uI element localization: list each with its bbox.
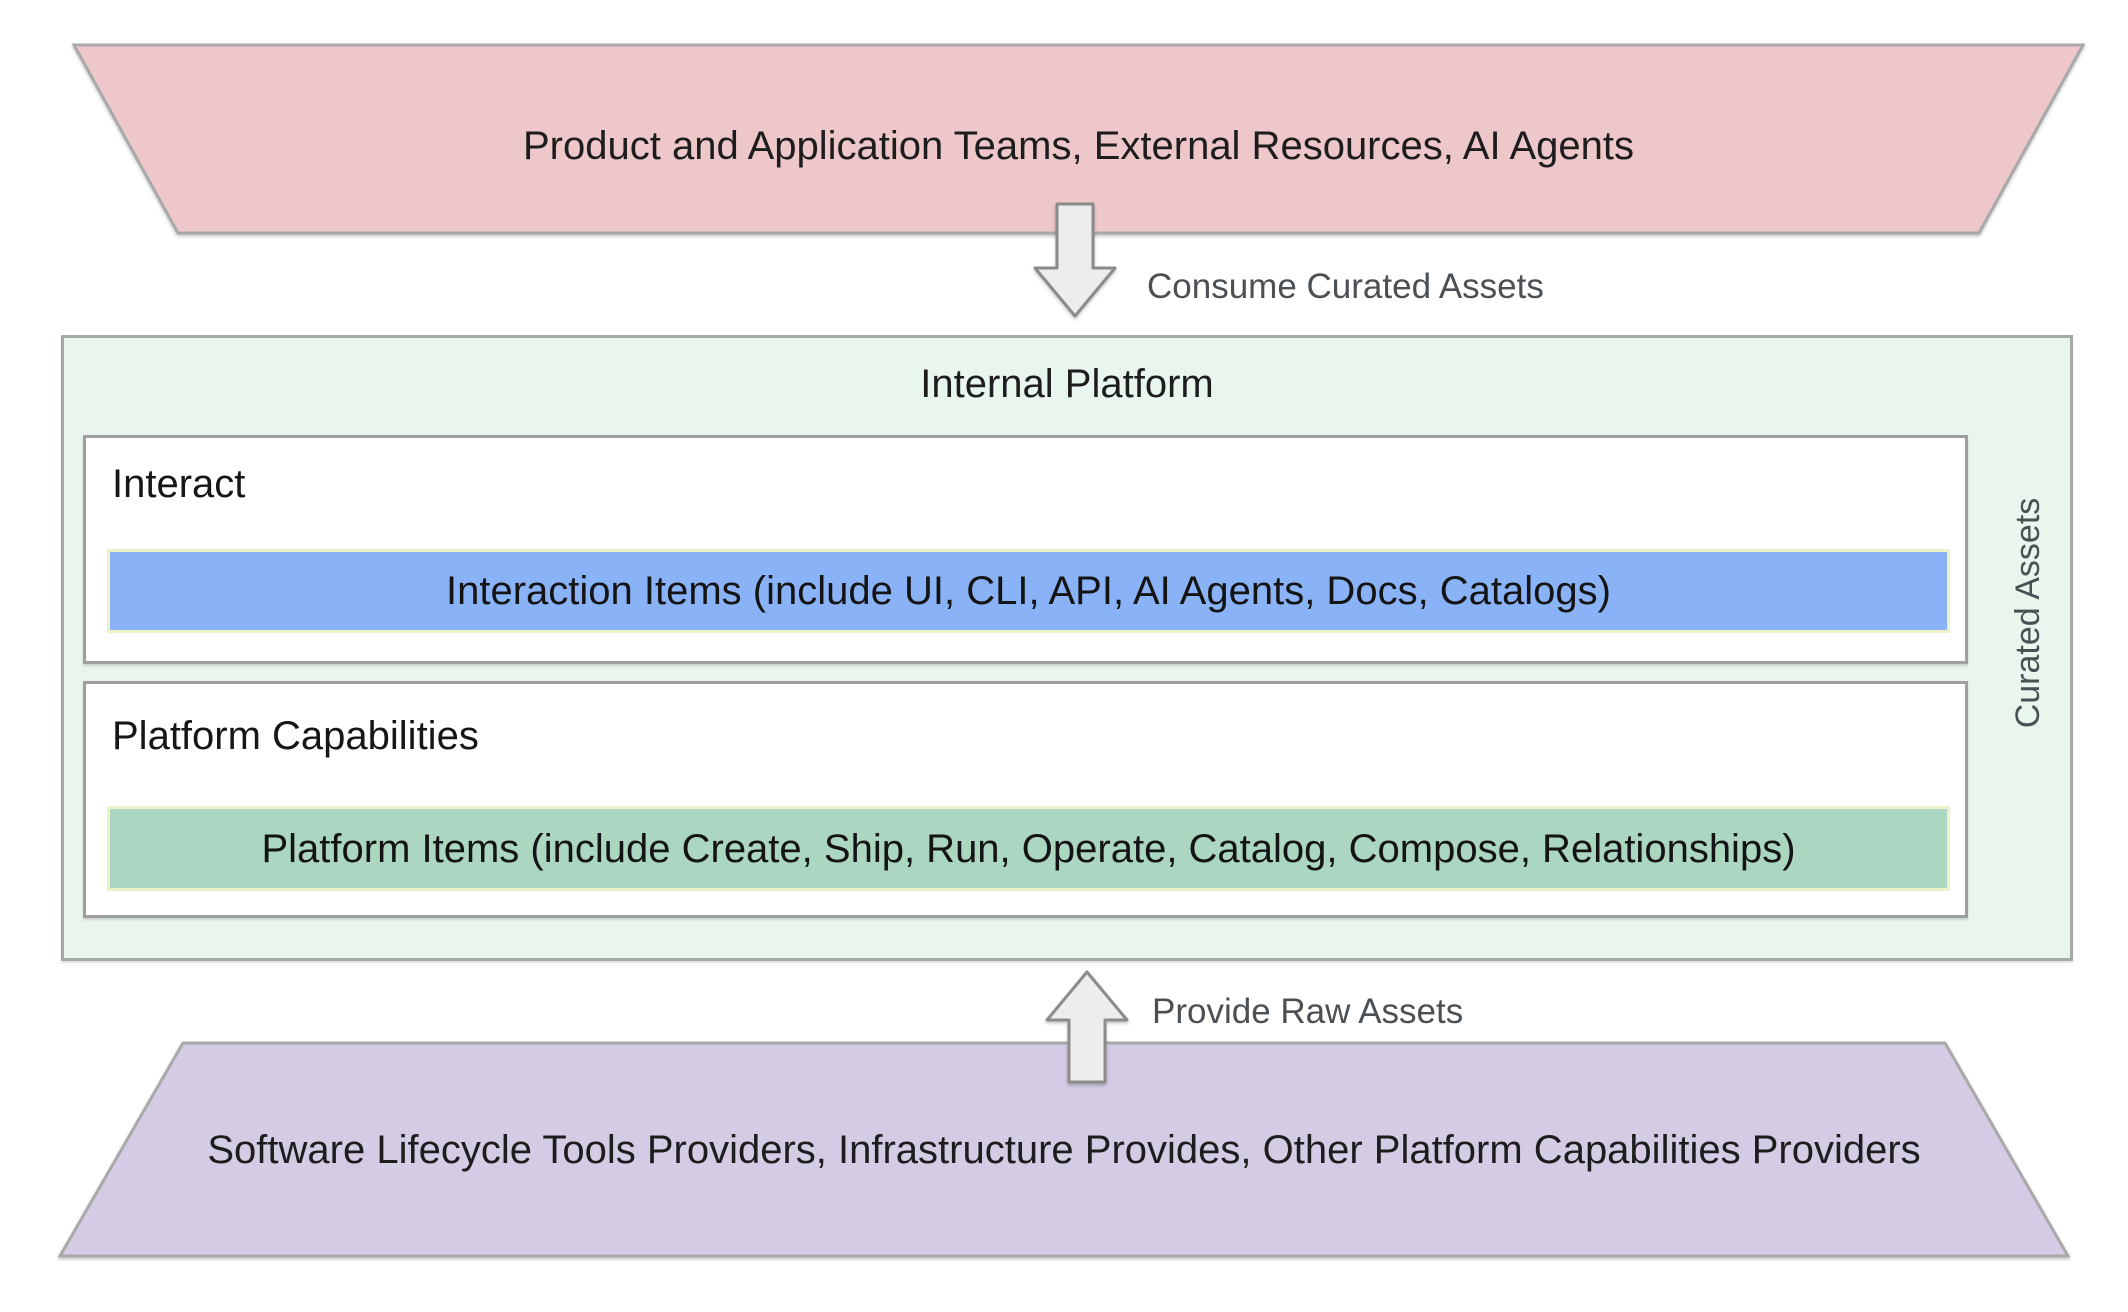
top-band-label: Product and Application Teams, External … (522, 124, 1634, 168)
bottom-band-shape (57, 1041, 2071, 1258)
interact-heading: Interact (112, 462, 246, 506)
platform-items-bar: Platform Items (include Create, Ship, Ru… (107, 806, 1950, 891)
platform-capabilities-heading: Platform Capabilities (112, 714, 479, 758)
bottom-band-label: Software Lifecycle Tools Providers, Infr… (207, 1127, 1921, 1172)
curated-assets-side-label: Curated Assets (2008, 497, 2047, 729)
provide-flow-label: Provide Raw Assets (1152, 992, 1464, 1031)
internal-platform-title: Internal Platform (920, 362, 1214, 406)
interaction-items-bar: Interaction Items (include UI, CLI, API,… (107, 549, 1950, 633)
top-band-shape (71, 43, 2086, 235)
arrow-up-icon (1045, 970, 1129, 1084)
arrow-down-icon (1033, 202, 1117, 318)
consume-flow-label: Consume Curated Assets (1147, 267, 1544, 306)
